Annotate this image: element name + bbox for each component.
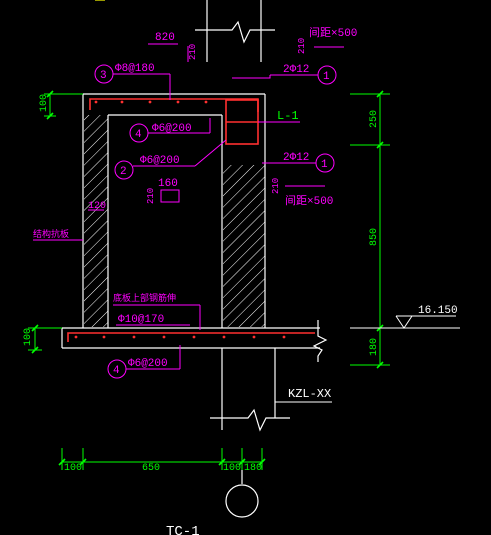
slab-break	[312, 320, 328, 362]
top-dim-210: 210	[188, 44, 198, 60]
label-120: 120	[88, 201, 106, 212]
dim-left-100-bottom: 100	[23, 328, 34, 346]
bubble-2: 2	[120, 166, 127, 178]
rebar-2phi12-mid: 2Φ12	[283, 152, 309, 164]
column-label-group: KZL-XX	[274, 370, 332, 403]
rebar-4-lower-text: Φ6@200	[128, 358, 168, 370]
dim-right-850: 850	[369, 228, 380, 246]
rebar-2-inner-text: Φ6@200	[140, 155, 180, 167]
rebar-4-upper-text: Φ6@200	[152, 123, 192, 135]
top-spacing: 间距×500	[309, 26, 357, 40]
label-bottom-note: 底板上部钢筋伸	[113, 292, 176, 304]
top-right-210: 210	[297, 38, 307, 54]
dim-210-left: 210	[146, 188, 156, 204]
dim-160: 160	[158, 178, 178, 190]
right-wall-hatch	[223, 165, 265, 327]
dimension-lines	[28, 93, 390, 470]
dim-left-100-top: 100	[39, 94, 50, 112]
dim-210-right: 210	[271, 178, 281, 194]
rebar-dots	[74, 100, 286, 339]
dim-bottom-650: 650	[142, 463, 160, 474]
rebar-3-text: Φ8@180	[115, 63, 155, 75]
elevation-value: 16.150	[418, 305, 458, 317]
lower-column	[210, 348, 290, 432]
annotation-text: 820 210 210 间距×500 Φ8@180 3 2Φ12 1 Φ6@20…	[33, 26, 357, 377]
axis-bubble	[225, 470, 259, 518]
mid-spacing: 间距×500	[285, 194, 333, 208]
dim-bottom-180: 180	[244, 463, 262, 474]
annotation-leaders	[33, 43, 344, 379]
dim-right-250: 250	[369, 110, 380, 128]
upper-column	[95, 0, 275, 62]
bubble-4-upper: 4	[135, 129, 142, 141]
beam-label: L-1	[277, 109, 299, 123]
dimension-text: 100 100 250 850 180 100 650 100 180	[23, 94, 380, 474]
rebar-phi10-text: Φ10@170	[118, 314, 164, 326]
bubble-3: 3	[100, 70, 107, 82]
drawing-title: TC-1	[166, 524, 200, 535]
top-dim-820: 820	[155, 32, 175, 44]
left-wall-hatch	[84, 115, 108, 327]
bubble-1-top: 1	[323, 71, 330, 83]
rebar-2phi12-top: 2Φ12	[283, 64, 309, 76]
label-side: 结构抗板	[33, 228, 69, 240]
dim-right-180: 180	[369, 338, 380, 356]
bubble-4-lower: 4	[113, 365, 120, 377]
elevation-marker	[350, 315, 460, 329]
dim-bottom-100-b: 100	[223, 463, 241, 474]
bubble-1-mid: 1	[321, 159, 328, 171]
dim-bottom-100-a: 100	[64, 463, 82, 474]
column-label: KZL-XX	[288, 387, 331, 401]
